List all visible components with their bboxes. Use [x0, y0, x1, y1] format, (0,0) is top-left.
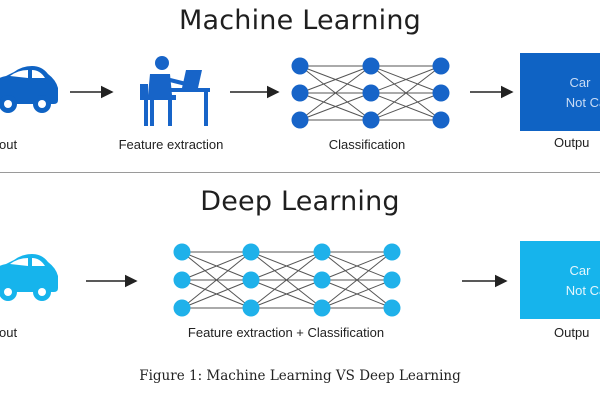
ml-network-edge: [370, 65, 442, 94]
dl-output-box: Car Not Ca: [520, 241, 600, 319]
dl-input-label: out: [0, 325, 18, 340]
dl-network-node: [242, 299, 260, 317]
dl-combined-label: Feature extraction + Classification: [187, 325, 385, 340]
ml-network-node: [362, 57, 380, 75]
ml-output-box: Car Not Ca: [520, 53, 600, 131]
ml-classification-label: Classification: [328, 137, 406, 152]
dl-network-edge: [250, 279, 323, 309]
dl-output-car: Car: [569, 263, 591, 278]
ml-network-node: [362, 84, 380, 102]
ml-network-edge: [299, 65, 372, 94]
dl-network-node: [173, 243, 191, 261]
dl-network-edge: [321, 279, 393, 309]
dl-network-node: [313, 299, 331, 317]
figure-caption: Figure 1: Machine Learning VS Deep Learn…: [139, 368, 461, 384]
ml-network-node: [291, 57, 309, 75]
ml-car-icon: [0, 66, 58, 113]
ml-output-not-car: Not Ca: [565, 95, 600, 110]
dl-network-node: [313, 271, 331, 289]
dl-network-edge: [181, 251, 252, 309]
ml-network-node: [432, 84, 450, 102]
dl-neural-network-icon: [173, 243, 401, 317]
machine-learning-title: Machine Learning: [178, 5, 422, 36]
section-divider: [0, 172, 600, 173]
dl-car-icon: [0, 254, 58, 301]
ml-network-node: [432, 111, 450, 129]
dl-network-node: [383, 243, 401, 261]
ml-input-label: out: [0, 137, 18, 152]
ml-network-node: [291, 111, 309, 129]
ml-output-label: Outpu: [554, 135, 590, 150]
dl-output-not-car: Not Ca: [565, 283, 600, 298]
dl-network-edges: [181, 251, 393, 309]
ml-network-node: [432, 57, 450, 75]
dl-network-node: [242, 243, 260, 261]
ml-network-edge: [299, 65, 372, 121]
dl-network-edge: [250, 251, 323, 309]
dl-network-edge: [181, 279, 252, 309]
ml-feature-extraction-label: Feature extraction: [118, 137, 224, 152]
ml-output-car: Car: [569, 75, 591, 90]
dl-output-label: Outpu: [554, 325, 590, 340]
dl-network-edge: [250, 251, 323, 281]
dl-network-node: [242, 271, 260, 289]
ml-network-edge: [299, 92, 372, 121]
dl-network-node: [383, 299, 401, 317]
dl-network-node: [173, 299, 191, 317]
dl-network-edge: [181, 251, 252, 281]
ml-network-edge: [370, 65, 442, 121]
dl-network-edge: [321, 251, 393, 281]
person-at-computer-icon: [140, 56, 210, 126]
ml-network-node: [362, 111, 380, 129]
deep-learning-title: Deep Learning: [200, 186, 400, 217]
dl-network-node: [313, 243, 331, 261]
dl-network-edge: [321, 251, 393, 309]
ml-network-edge: [370, 92, 442, 121]
ml-network-edges: [299, 65, 442, 121]
ml-neural-network-icon: [291, 57, 450, 129]
dl-network-node: [383, 271, 401, 289]
ml-network-node: [291, 84, 309, 102]
dl-network-node: [173, 271, 191, 289]
